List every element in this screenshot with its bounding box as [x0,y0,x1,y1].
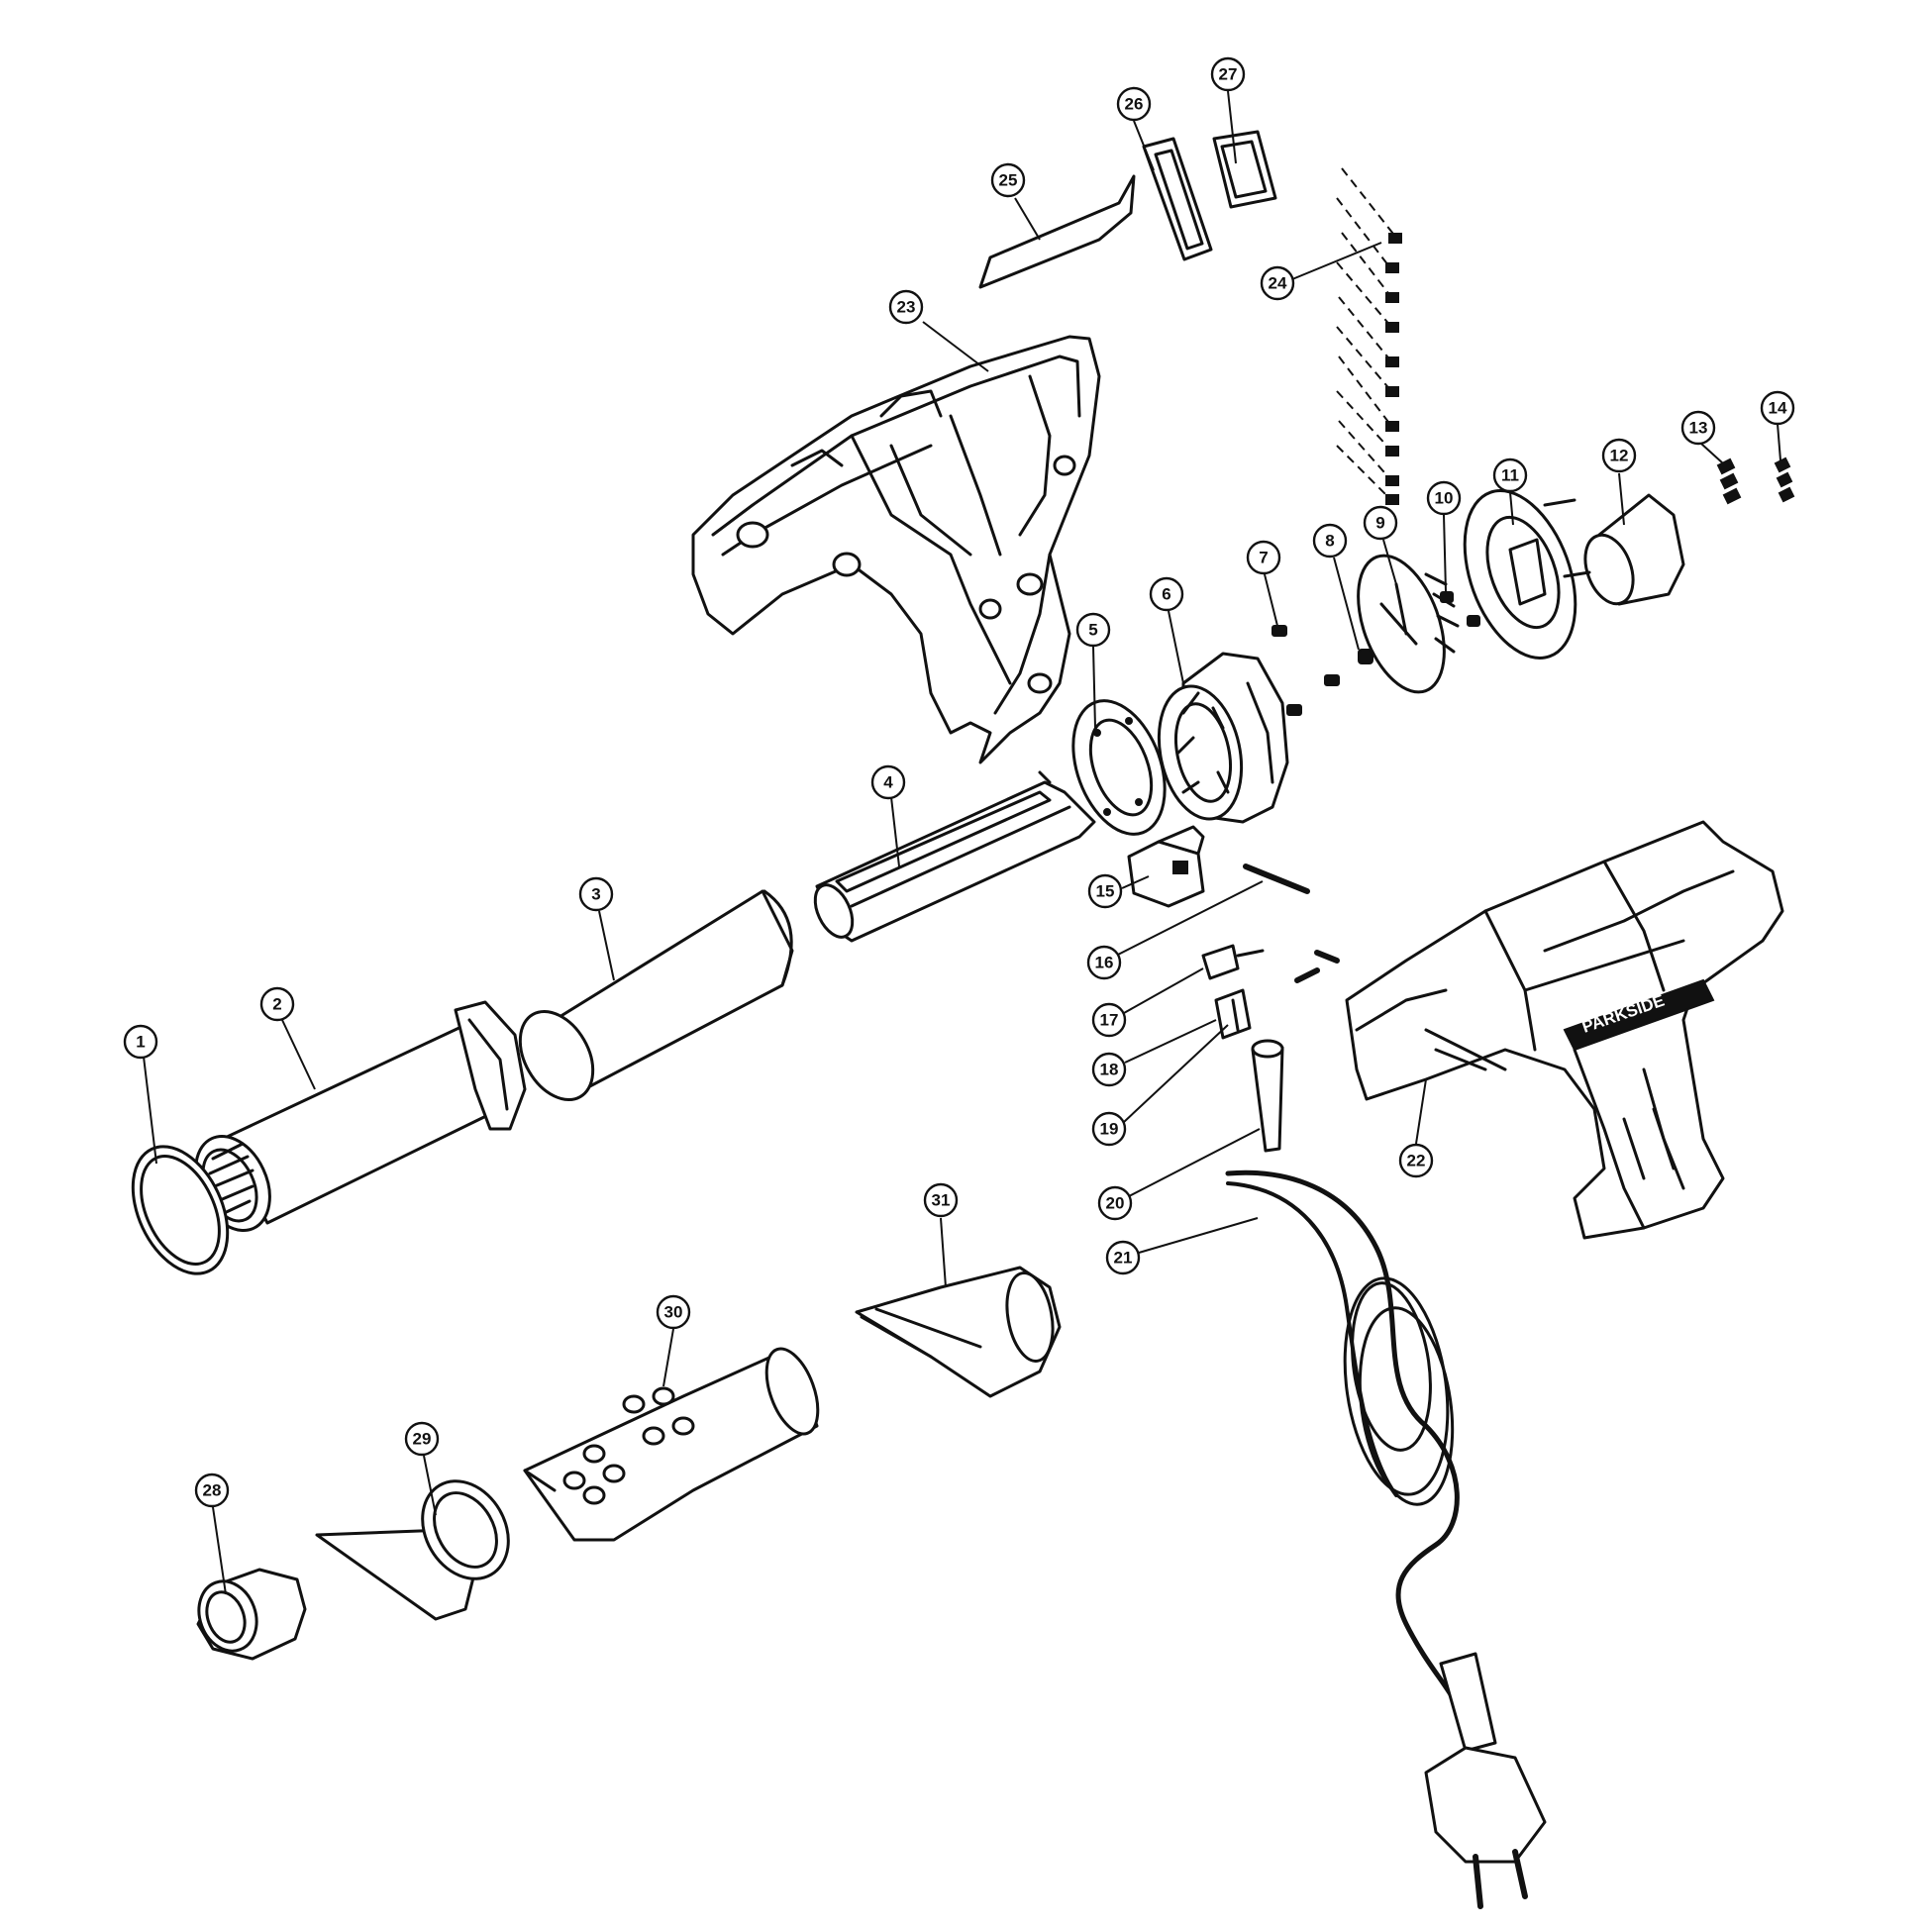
part-20-cord-sleeve [1251,1039,1284,1153]
callout-25: 25 [990,162,1026,198]
part-19-spring [1294,950,1340,983]
callout-30: 30 [656,1294,691,1330]
part-11-motor-bracket [1463,489,1577,660]
part-30-spreader-nozzle [523,1347,820,1542]
callout-10-label: 10 [1435,489,1454,508]
part-10-screw [1440,591,1480,627]
callout-8: 8 [1312,523,1348,559]
part-18-connector [1214,988,1252,1040]
part-12-motor [1563,493,1685,606]
callout-18-label: 18 [1100,1061,1119,1079]
callout-29: 29 [404,1421,440,1457]
callout-3: 3 [578,876,614,912]
callout-18: 18 [1091,1052,1127,1087]
callout-17-label: 17 [1100,1011,1119,1030]
part-17-terminal-block [1201,944,1265,980]
callout-1: 1 [123,1024,158,1060]
callout-9-label: 9 [1375,514,1384,533]
callout-29-label: 29 [413,1430,432,1449]
callout-15: 15 [1087,873,1123,909]
callout-2-label: 2 [272,995,281,1014]
callout-10: 10 [1426,480,1462,516]
callout-6-label: 6 [1162,585,1170,604]
leader-lines [143,90,1781,1595]
part-22-complete-housing: PARKSIDE [1345,820,1784,1240]
part-14-springs [1774,457,1795,503]
callout-5: 5 [1075,612,1111,648]
part-8-nut [1358,649,1373,664]
callout-4: 4 [870,764,906,800]
part-16-rod [1243,864,1310,894]
part-7-screw [1271,625,1340,716]
callout-13-label: 13 [1689,419,1708,438]
callout-31: 31 [923,1182,959,1218]
callout-4-label: 4 [883,773,893,792]
callout-20: 20 [1097,1185,1133,1221]
callout-6: 6 [1149,576,1184,612]
callout-17: 17 [1091,1002,1127,1038]
callout-8-label: 8 [1325,532,1334,551]
part-27-warning-label [1212,130,1277,209]
callout-14: 14 [1760,390,1795,426]
callout-12: 12 [1601,438,1637,473]
callout-16-label: 16 [1095,954,1114,972]
callout-28-label: 28 [203,1481,222,1500]
callout-12-label: 12 [1610,447,1629,465]
part-24-housing-screws [1336,167,1402,505]
callout-27: 27 [1210,56,1246,92]
callout-26: 26 [1116,86,1152,122]
part-2-nozzle-tube [194,1000,527,1233]
part-15-switch [1127,825,1205,908]
part-9-fan-impeller [1357,554,1460,694]
part-1-retaining-ring [131,1145,230,1275]
callout-15-label: 15 [1096,882,1115,901]
callout-20-label: 20 [1106,1194,1125,1213]
callout-24: 24 [1260,265,1295,301]
callout-2: 2 [259,986,295,1022]
callout-31-label: 31 [932,1191,951,1210]
part-23-housing-left [691,335,1101,764]
callout-11-label: 11 [1501,466,1519,485]
callout-3-label: 3 [591,885,600,904]
callout-14-label: 14 [1769,399,1787,418]
part-3-mica-tube [518,889,794,1102]
callout-25-label: 25 [999,171,1018,190]
callout-21: 21 [1105,1240,1141,1275]
callout-28: 28 [194,1473,230,1508]
part-31-flat-nozzle [855,1266,1062,1398]
part-21-power-cord [1225,1169,1547,1909]
part-28-glass-protection-nozzle [196,1568,307,1661]
callout-1-label: 1 [136,1033,145,1052]
callout-21-label: 21 [1114,1249,1133,1268]
callout-26-label: 26 [1125,95,1144,114]
callout-9: 9 [1363,505,1398,541]
part-26-rating-label [1142,137,1213,261]
callout-24-label: 24 [1269,274,1287,293]
callout-13: 13 [1680,410,1716,446]
callout-30-label: 30 [664,1303,683,1322]
callout-23: 23 [888,289,924,325]
callout-22-label: 22 [1407,1152,1426,1170]
callout-22: 22 [1398,1143,1434,1178]
callout-5-label: 5 [1088,621,1097,640]
callout-7-label: 7 [1259,549,1268,567]
part-25-label-plate [978,174,1136,289]
callout-16: 16 [1086,945,1122,980]
part-5-gasket-ring [1071,699,1167,836]
callout-7: 7 [1246,540,1281,575]
callout-19-label: 19 [1100,1120,1119,1139]
callout-11: 11 [1492,457,1528,493]
callout-27-label: 27 [1219,65,1238,84]
part-13-carbon-brushes [1716,457,1742,505]
part-29-reflector-nozzle [315,1479,510,1621]
callout-19: 19 [1091,1111,1127,1147]
callout-23-label: 23 [897,298,916,317]
part-6-fan-housing [1157,652,1289,824]
part-4-heating-element [813,770,1096,943]
